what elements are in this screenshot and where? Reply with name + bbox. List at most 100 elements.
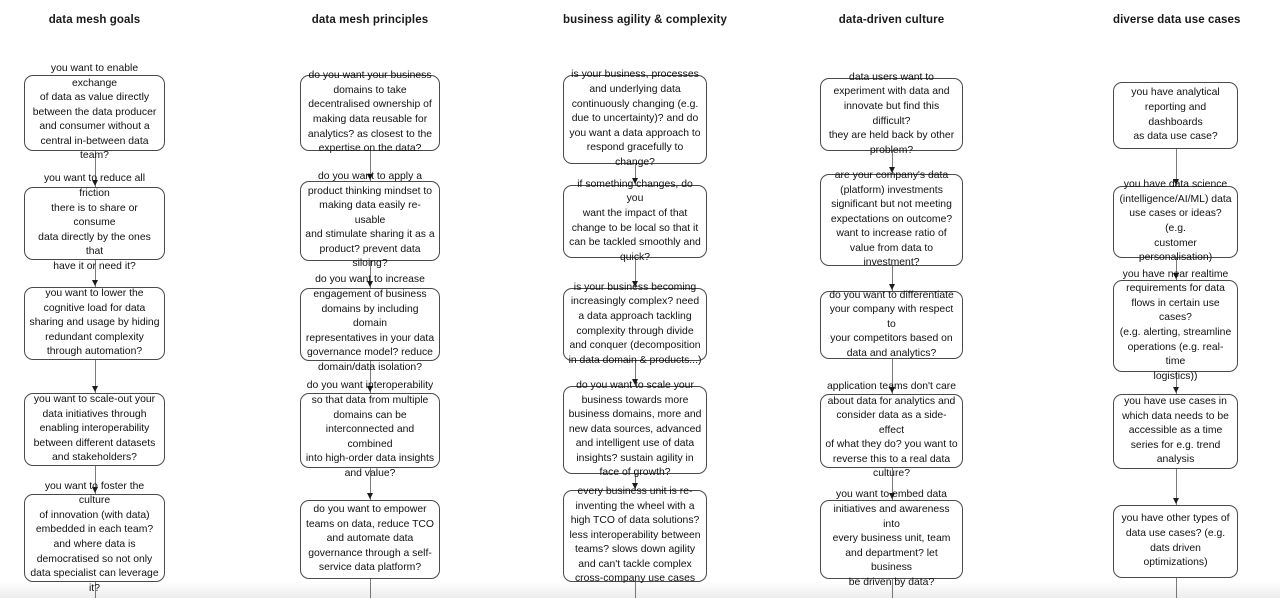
arrowhead-culture-3 [889,387,895,393]
connector-goal-2 [95,260,96,287]
arrowhead-principle-1 [367,174,373,180]
node-label-agility-1: is your business, processes and underlyi… [569,69,701,168]
node-usecase-3[interactable]: you have near realtime requirements for … [1113,269,1238,382]
node-label-culture-2: are your company's data (platform) inves… [830,169,953,269]
node-culture-4[interactable]: application teams don't care about data … [820,381,963,479]
node-label-principle-1: do you want your business domains to tak… [307,70,433,155]
node-principle-3[interactable]: do you want to increase engagement of bu… [300,274,440,373]
column-header-diverse-data-use-cases: diverse data use cases [1113,14,1241,26]
node-usecase-5[interactable]: you have other types of data use cases? … [1113,505,1238,578]
connector-culture-2 [892,266,893,291]
arrowhead-principle-2 [367,281,373,287]
node-agility-1[interactable]: is your business, processes and underlyi… [563,69,707,168]
connector-agility-4 [635,474,636,490]
node-label-usecase-4: you have use cases in which data needs t… [1122,396,1229,466]
node-label-agility-4: do you want to scale your business towar… [568,379,702,479]
node-goal-4[interactable]: you want to scale-out your data initiati… [24,393,165,466]
arrowhead-goal-4 [92,487,98,493]
connector-principle-1 [370,151,371,181]
node-label-principle-4: do you want interoperability so that dat… [305,380,435,479]
node-goal-2[interactable]: you want to reduce all friction there is… [24,173,165,272]
node-usecase-4[interactable]: you have use cases in which data needs t… [1113,394,1238,469]
column-data-driven-culture: data-driven culture data users want to ex… [820,0,963,598]
node-label-usecase-5: you have other types of data use cases? … [1121,513,1230,569]
column-data-mesh-principles: data mesh principles do you want your bus… [300,0,440,598]
arrowhead-agility-4 [632,483,638,489]
node-goal-5[interactable]: you want to foster the culture of innova… [24,481,165,594]
node-label-culture-3: do you want to differentiate your compan… [829,289,954,359]
node-label-culture-4: application teams don't care about data … [825,380,958,480]
node-principle-2[interactable]: do you want to apply a product thinking … [300,171,440,269]
connector-goal-1 [95,151,96,187]
connector-principle-4 [370,468,371,500]
node-label-goal-4: you want to scale-out your data initiati… [33,394,156,464]
connector-goal-5 [95,582,96,598]
column-header-business-agility-complexity: business agility & complexity [563,14,727,26]
column-business-agility-complexity: business agility & complexity is your bus… [563,0,727,598]
arrowhead-usecase-2 [1173,273,1179,279]
node-agility-5[interactable]: every business unit is re- inventing the… [563,486,707,584]
node-agility-2[interactable]: if something changes, do you want the im… [563,179,707,263]
node-label-goal-5: you want to foster the culture of innova… [30,480,159,594]
connector-culture-3 [892,359,893,394]
node-label-agility-5: every business unit is re- inventing the… [569,485,701,585]
column-header-data-mesh-principles: data mesh principles [311,14,429,26]
node-label-agility-2: if something changes, do you want the im… [569,178,701,263]
connector-usecase-4 [1176,469,1177,505]
connector-culture-5 [892,579,893,598]
node-label-principle-5: do you want to empower teams on data, re… [305,504,435,574]
connector-culture-4 [892,468,893,500]
node-label-agility-3: is your business becoming increasingly c… [568,281,702,366]
connector-agility-3 [635,361,636,386]
arrowhead-usecase-3 [1173,387,1179,393]
node-label-principle-2: do you want to apply a product thinking … [305,170,435,270]
arrowhead-agility-3 [632,379,638,385]
node-usecase-2[interactable]: you have data science (intelligence/AI/M… [1113,179,1238,263]
arrowhead-agility-1 [632,178,638,184]
node-goal-3[interactable]: you want to lower the cognitive load for… [24,287,165,360]
node-principle-4[interactable]: do you want interoperability so that dat… [300,380,440,479]
node-label-usecase-1: you have analytical reporting and dashbo… [1131,87,1220,143]
node-label-culture-1: data users want to experiment with data … [828,71,955,156]
node-culture-5[interactable]: you want to embed data initiatives and a… [820,489,963,588]
node-agility-4[interactable]: do you want to scale your business towar… [563,380,707,478]
connector-principle-5 [370,579,371,598]
node-label-culture-5: you want to embed data initiatives and a… [832,489,951,588]
arrowhead-culture-4 [889,493,895,499]
arrowhead-principle-4 [367,493,373,499]
arrowhead-principle-3 [367,386,373,392]
arrowhead-culture-2 [889,284,895,290]
arrowhead-usecase-1 [1173,179,1179,185]
node-culture-3[interactable]: do you want to differentiate your compan… [820,289,963,359]
node-goal-1[interactable]: you want to enable exchange of data as v… [24,63,165,161]
node-principle-1[interactable]: do you want your business domains to tak… [300,70,440,154]
column-diverse-data-use-cases: diverse data use cases you have analytica… [1113,0,1241,598]
node-culture-1[interactable]: data users want to experiment with data … [820,72,963,156]
node-usecase-1[interactable]: you have analytical reporting and dashbo… [1113,82,1238,149]
connector-culture-1 [892,151,893,174]
arrowhead-culture-1 [889,167,895,173]
connector-usecase-3 [1176,372,1177,394]
node-label-goal-2: you want to reduce all friction there is… [38,173,151,272]
column-header-data-mesh-goals: data mesh goals [48,14,141,26]
node-label-usecase-3: you have near realtime requirements for … [1119,268,1232,382]
node-principle-5[interactable]: do you want to empower teams on data, re… [300,500,440,579]
arrowhead-goal-2 [92,280,98,286]
arrowhead-usecase-4 [1173,498,1179,504]
connector-usecase-5 [1176,578,1177,598]
column-header-data-driven-culture: data-driven culture [838,14,945,26]
arrowhead-goal-3 [92,386,98,392]
node-culture-2[interactable]: are your company's data (platform) inves… [820,170,963,268]
node-label-usecase-2: you have data science (intelligence/AI/M… [1119,179,1232,264]
column-data-mesh-goals: data mesh goals you want to enable exchan… [24,0,165,598]
connector-usecase-2 [1176,258,1177,280]
arrowhead-agility-2 [632,281,638,287]
node-label-goal-3: you want to lower the cognitive load for… [29,288,160,358]
connector-agility-2 [635,258,636,288]
connector-principle-3 [370,361,371,393]
node-agility-3[interactable]: is your business becoming increasingly c… [563,282,707,366]
node-label-goal-1: you want to enable exchange of data as v… [32,62,157,162]
connector-agility-5 [635,582,636,598]
connector-goal-4 [95,466,96,494]
